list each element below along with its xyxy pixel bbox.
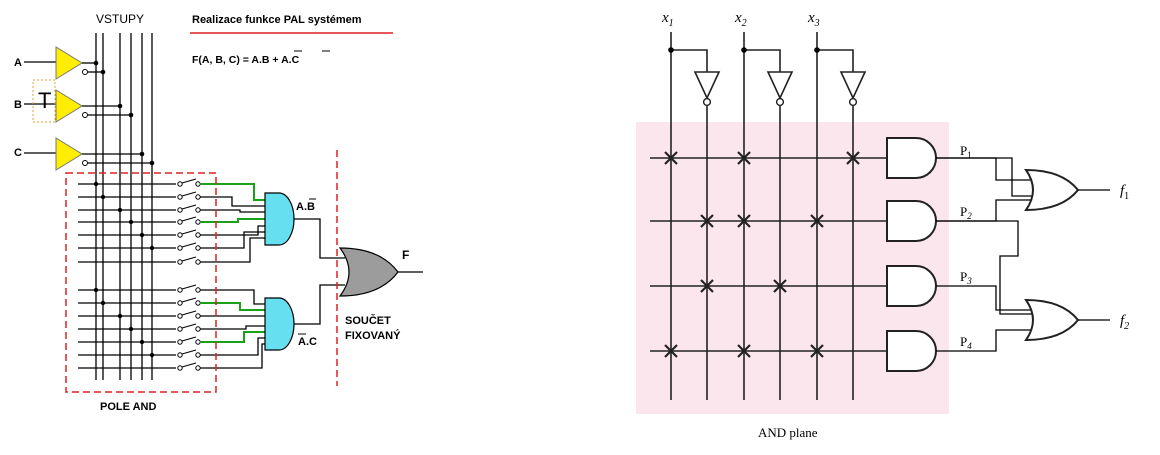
and-array-rows-2 xyxy=(78,289,176,369)
buffer-c xyxy=(55,137,88,171)
programmed-crosspoints xyxy=(664,151,860,358)
product-label-p1: P1 xyxy=(960,143,972,160)
input-label-x3: x3 xyxy=(807,10,820,29)
right-pla-circuit: x1 x2 x3 xyxy=(636,10,1129,440)
and-plane-caption: AND plane xyxy=(758,425,818,440)
and-gate-1-label: A.B xyxy=(296,201,315,213)
input-label-a: A xyxy=(14,57,22,69)
and-gate-p1 xyxy=(886,137,937,179)
and-gate-1 xyxy=(264,192,295,246)
and-array-dashed-box xyxy=(65,172,217,393)
formula: F(A, B, C) = A.B + A.C xyxy=(192,54,300,66)
and-gate-p2 xyxy=(886,200,937,242)
inputs-header: VSTUPY xyxy=(96,12,144,26)
input-label-x1: x1 xyxy=(661,10,674,29)
pal-title: Realizace funkce PAL systémem xyxy=(192,14,362,26)
and-gate-2-label: A.C xyxy=(298,336,317,348)
input-label-c: C xyxy=(14,147,22,159)
and-gate-p3 xyxy=(886,265,937,307)
product-label-p2: P2 xyxy=(960,204,972,221)
or-gate xyxy=(338,247,399,297)
and-array-caption: POLE AND xyxy=(100,401,156,413)
output-label-f: F xyxy=(402,248,409,262)
left-pal-circuit: VSTUPY Realizace funkce PAL systémem F(A… xyxy=(14,12,423,413)
inverter-3 xyxy=(839,71,867,107)
product-label-p3: P3 xyxy=(960,269,972,286)
output-label-f2: f2 xyxy=(1120,313,1129,332)
fuse-switches xyxy=(177,178,201,371)
inverter-2 xyxy=(766,71,794,107)
input-label-b: B xyxy=(14,99,22,111)
output-label-f1: f1 xyxy=(1120,183,1129,202)
and-gate-p4 xyxy=(886,330,937,372)
buffer-b: T xyxy=(32,79,88,123)
inverter-1 xyxy=(693,71,721,107)
or-caption-line-2: FIXOVANÝ xyxy=(345,329,401,342)
buffer-a xyxy=(55,46,88,80)
or-caption-line-1: SOUČET xyxy=(345,314,391,327)
and-array-dots xyxy=(93,181,155,358)
and-array-rows-1 xyxy=(78,183,176,263)
or-gate-f2 xyxy=(1024,298,1080,342)
or-gate-f1 xyxy=(1024,168,1080,212)
input-label-x2: x2 xyxy=(734,10,747,29)
and-gate-2 xyxy=(264,297,295,351)
cursor-glyph: T xyxy=(38,88,51,113)
product-label-p4: P4 xyxy=(960,334,972,351)
left-input-lines xyxy=(95,33,153,380)
